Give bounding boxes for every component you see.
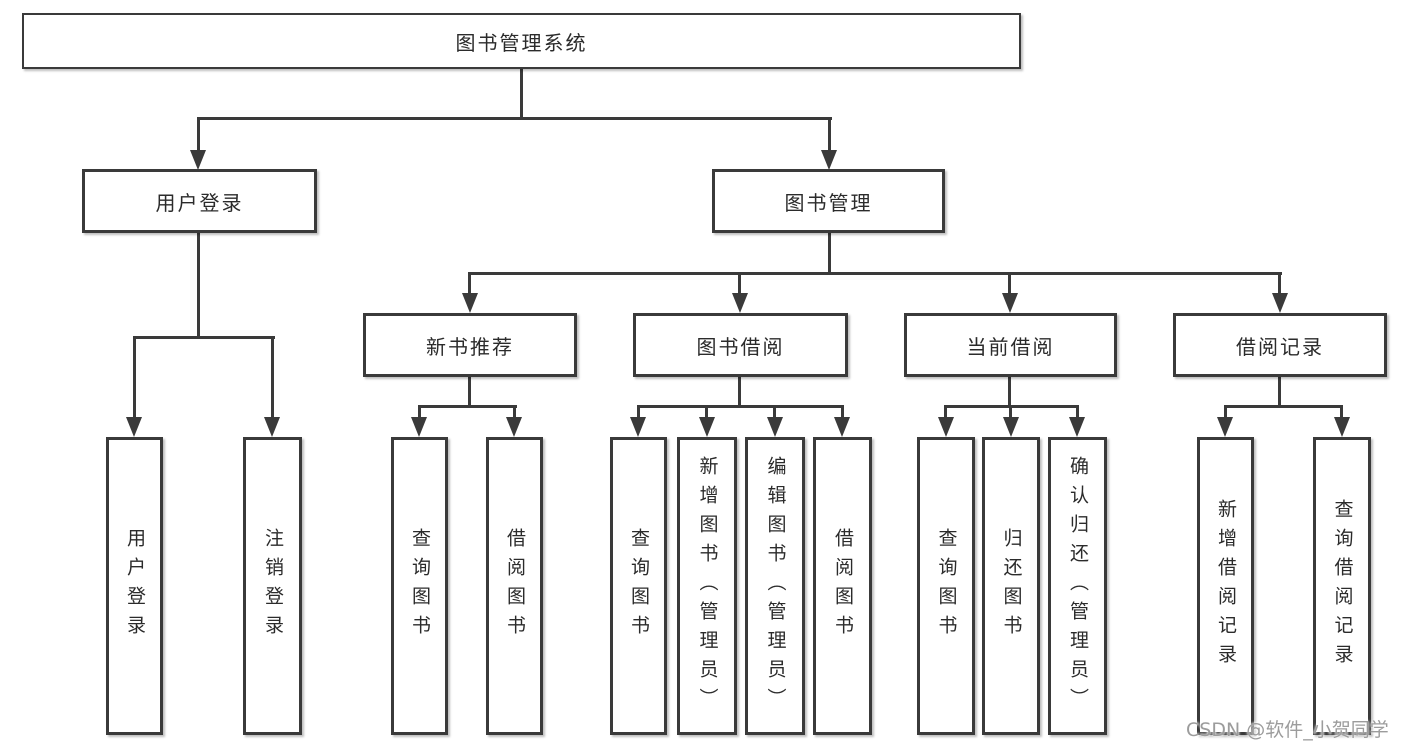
node-leaf-cb-query-books: 查询图书: [917, 437, 975, 735]
connector-borrow-records-drop: [1278, 377, 1281, 405]
node-leaf-nb-query-books-label: 查询图书: [409, 528, 431, 644]
connector-new-book-rail: [418, 405, 517, 408]
arrowhead-to-leaf-logout: [264, 417, 280, 437]
connector-stem-cb-query: [944, 405, 947, 419]
connector-stem-br-add: [1224, 405, 1227, 419]
node-leaf-bb-query-books: 查询图书: [610, 437, 667, 735]
node-borrow-records-label: 借阅记录: [1236, 334, 1324, 359]
arrowhead-to-bb-add: [699, 417, 715, 437]
connector-stem-leaf-logout: [271, 336, 274, 419]
node-new-book-recommend-label: 新书推荐: [426, 334, 514, 359]
connector-stem-book-borrow: [738, 272, 741, 295]
arrowhead-to-cb-confirm: [1069, 417, 1085, 437]
connector-root-drop: [520, 69, 523, 117]
node-book-borrow-label: 图书借阅: [696, 334, 785, 359]
node-leaf-bb-edit-books-admin: 编辑图书（管理员）: [745, 437, 805, 735]
arrowhead-to-user-login: [190, 150, 206, 170]
connector-current-borrow-drop: [1008, 377, 1011, 405]
node-leaf-logout: 注销登录: [243, 437, 302, 735]
arrowhead-to-book-borrow: [732, 293, 748, 313]
node-leaf-br-query-record: 查询借阅记录: [1313, 437, 1371, 735]
connector-stem-bb-borrow: [841, 405, 844, 419]
node-leaf-user-login: 用户登录: [106, 437, 163, 735]
node-leaf-cb-query-books-label: 查询图书: [935, 528, 958, 644]
node-user-login: 用户登录: [82, 169, 317, 233]
node-leaf-bb-borrow-books-label: 借阅图书: [832, 528, 854, 644]
connector-stem-user-login: [197, 117, 200, 152]
arrowhead-to-br-add: [1217, 417, 1233, 437]
arrowhead-to-nb-borrow: [506, 417, 522, 437]
connector-new-book-drop: [468, 377, 471, 405]
connector-book-borrow-drop: [738, 377, 741, 405]
connector-stem-nb-query: [418, 405, 421, 419]
node-new-book-recommend: 新书推荐: [363, 313, 577, 377]
arrowhead-to-br-query: [1334, 417, 1350, 437]
connector-level3-rail: [470, 272, 1282, 275]
node-current-borrow: 当前借阅: [904, 313, 1117, 377]
node-leaf-nb-query-books: 查询图书: [391, 437, 448, 735]
csdn-watermark: CSDN @软件_小贺同学: [1186, 719, 1389, 741]
node-leaf-user-login-label: 用户登录: [124, 528, 146, 644]
arrowhead-to-new-book: [462, 293, 478, 313]
connector-book-borrow-rail: [637, 405, 844, 408]
arrowhead-to-cb-query: [938, 417, 954, 437]
arrowhead-to-bb-borrow: [834, 417, 850, 437]
node-leaf-cb-return-books: 归还图书: [982, 437, 1040, 735]
node-current-borrow-label: 当前借阅: [966, 334, 1055, 359]
arrowhead-to-borrow-records: [1272, 293, 1288, 313]
node-leaf-bb-query-books-label: 查询图书: [628, 528, 650, 644]
node-leaf-bb-edit-books-admin-label: 编辑图书（管理员）: [764, 455, 787, 717]
node-leaf-bb-add-books-admin: 新增图书（管理员）: [677, 437, 737, 735]
node-leaf-cb-confirm-return-admin: 确认归还（管理员）: [1048, 437, 1107, 735]
node-user-login-label: 用户登录: [155, 190, 244, 215]
node-leaf-br-add-record-label: 新增借阅记录: [1215, 499, 1237, 673]
connector-stem-book-management: [828, 117, 831, 152]
connector-user-login-drop: [197, 233, 200, 336]
node-leaf-br-add-record: 新增借阅记录: [1197, 437, 1254, 735]
node-leaf-cb-confirm-return-admin-label: 确认归还（管理员）: [1067, 455, 1089, 717]
connector-stem-current-borrow: [1008, 272, 1011, 295]
connector-stem-cb-confirm: [1076, 405, 1079, 419]
connector-stem-new-book: [468, 272, 471, 295]
connector-stem-borrow-records: [1278, 272, 1281, 295]
node-leaf-bb-borrow-books: 借阅图书: [813, 437, 872, 735]
arrowhead-to-bb-query: [630, 417, 646, 437]
connector-stem-nb-borrow: [513, 405, 516, 419]
node-library-system: 图书管理系统: [22, 13, 1021, 69]
node-book-borrow: 图书借阅: [633, 313, 848, 377]
arrowhead-to-nb-query: [411, 417, 427, 437]
connector-stem-cb-return: [1009, 405, 1012, 419]
arrowhead-to-book-management: [821, 150, 837, 170]
node-borrow-records: 借阅记录: [1173, 313, 1387, 377]
connector-stem-bb-add: [705, 405, 708, 419]
node-book-management: 图书管理: [712, 169, 945, 233]
connector-level2-rail: [198, 117, 832, 120]
connector-user-login-rail: [133, 336, 275, 339]
arrowhead-to-leaf-user-login: [126, 417, 142, 437]
node-leaf-br-query-record-label: 查询借阅记录: [1331, 499, 1354, 673]
arrowhead-to-current-borrow: [1002, 293, 1018, 313]
node-leaf-bb-add-books-admin-label: 新增图书（管理员）: [696, 455, 719, 717]
connector-stem-bb-query: [637, 405, 640, 419]
node-leaf-nb-borrow-books: 借阅图书: [486, 437, 543, 735]
node-leaf-cb-return-books-label: 归还图书: [1000, 528, 1023, 644]
connector-stem-leaf-user-login: [133, 336, 136, 419]
node-leaf-nb-borrow-books-label: 借阅图书: [504, 528, 526, 644]
connector-book-management-drop: [828, 233, 831, 272]
connector-stem-bb-edit: [773, 405, 776, 419]
arrowhead-to-bb-edit: [767, 417, 783, 437]
connector-stem-br-query: [1340, 405, 1343, 419]
node-book-management-label: 图书管理: [784, 190, 873, 215]
node-leaf-logout-label: 注销登录: [262, 528, 284, 644]
arrowhead-to-cb-return: [1003, 417, 1019, 437]
node-library-system-label: 图书管理系统: [455, 30, 588, 55]
connector-borrow-records-rail: [1224, 405, 1343, 408]
